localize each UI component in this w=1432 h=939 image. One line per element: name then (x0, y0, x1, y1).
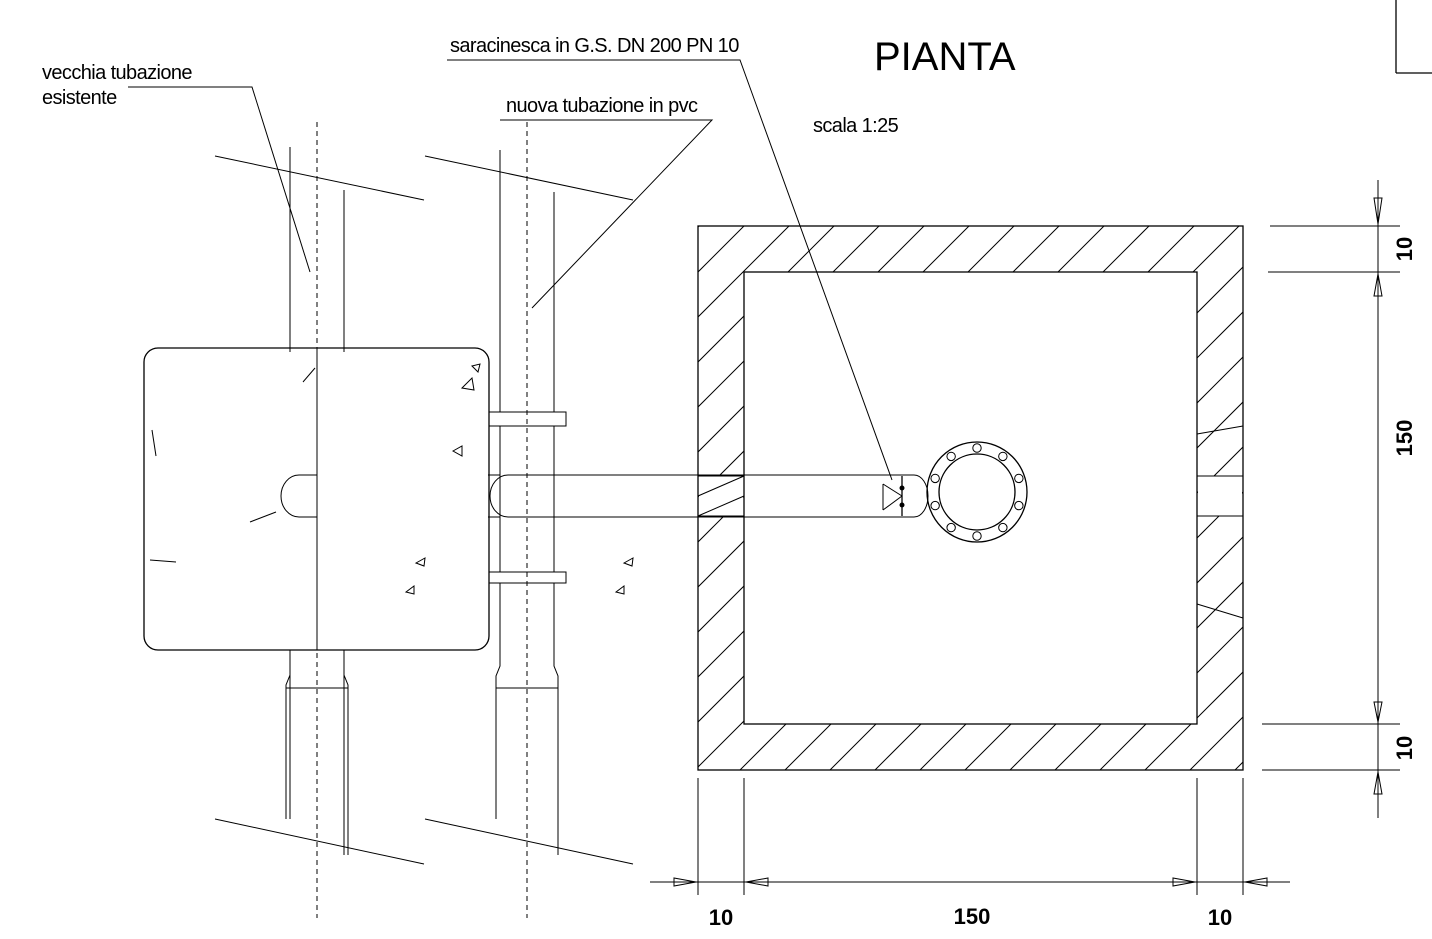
flange-bolt (946, 451, 956, 462)
dimension-bottom-left: 10 (709, 905, 733, 930)
flange-bolt (1014, 500, 1024, 511)
valve-label: saracinesca in G.S. DN 200 PN 10 (450, 35, 739, 57)
hatch-line (698, 226, 1176, 770)
dimension-bottom-right: 10 (1208, 905, 1232, 930)
old-pipe-label-line2: esistente (42, 87, 117, 109)
hatch-line (1134, 226, 1243, 770)
hatch-line (698, 226, 1041, 770)
flange-bolt (930, 473, 940, 484)
break-lines (214, 155, 634, 865)
concrete-block (143, 347, 634, 651)
flange-bolt (998, 522, 1008, 533)
leader-lines (128, 59, 893, 481)
scale-label: scala 1:25 (813, 115, 899, 137)
hatch-line (909, 226, 1243, 770)
hatch-line (819, 226, 1243, 770)
hatch-line (1270, 200, 1432, 780)
hatch-line (698, 226, 1086, 770)
drawing-title: PIANTA (874, 35, 1016, 79)
flange-bolt (972, 443, 982, 453)
hatch-line (1224, 226, 1243, 770)
dimension-horizontal (650, 778, 1290, 895)
new-pipe-label: nuova tubazione in pvc (506, 95, 698, 117)
hatch-line (774, 226, 1243, 770)
flange-bolt (1014, 473, 1024, 484)
hatch-line (698, 226, 1243, 770)
dimension-vertical (1262, 180, 1400, 818)
dimension-right-bottom: 10 (1392, 736, 1417, 760)
hatch-line (864, 226, 1243, 770)
flange-bolt (930, 500, 940, 511)
dimension-right-top: 10 (1392, 237, 1417, 261)
gate-valve (882, 441, 1028, 543)
dimension-bottom-mid: 150 (954, 904, 991, 929)
dimension-right-mid: 150 (1392, 420, 1417, 457)
new-pvc-pipe (488, 122, 567, 918)
flange-bolt (998, 451, 1008, 462)
title-block-corner (1395, 0, 1432, 74)
flange-bolt (972, 531, 982, 541)
flange-bolt (946, 522, 956, 533)
hatch-line (698, 226, 1131, 770)
hatch-line (698, 226, 816, 770)
horizontal-pipe (280, 474, 900, 518)
hatch-line (1315, 200, 1432, 780)
old-pipe-label-line1: vecchia tubazione (42, 62, 192, 84)
